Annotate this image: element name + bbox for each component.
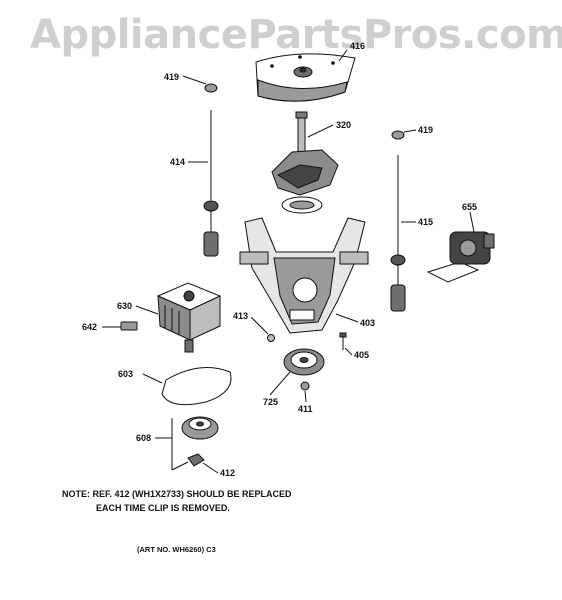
part-725-pulley [283,348,325,376]
part-411-nut [300,381,310,391]
callout-630: 630 [117,301,132,311]
part-603-belt [161,367,232,406]
callout-412: 412 [220,468,235,478]
callout-403: 403 [360,318,375,328]
part-403-mounting-plate [239,217,369,334]
art-number: (ART NO. WH6260) C3 [137,545,216,554]
part-320-transmission [271,111,339,214]
callout-642: 642 [82,322,97,332]
part-608-motor-pulley [181,416,219,440]
callout-411: 411 [298,404,313,414]
note-line-2: EACH TIME CLIP IS REMOVED. [96,503,230,513]
callout-419-left: 419 [164,72,179,82]
part-412-clip [187,453,205,467]
part-415-suspension-rod-right [390,130,406,312]
part-416-drive-cover [255,53,356,102]
callout-416: 416 [350,41,365,51]
callout-655: 655 [462,202,477,212]
leader-lines [102,49,475,474]
callout-414: 414 [170,157,185,167]
callout-405: 405 [354,350,369,360]
callout-415: 415 [418,217,433,227]
callout-320: 320 [336,120,351,130]
note-line-1: NOTE: REF. 412 (WH1X2733) SHOULD BE REPL… [62,489,292,499]
part-413-nut [267,334,275,342]
callout-603: 603 [118,369,133,379]
part-630-motor [156,282,222,353]
part-655-pump [426,231,495,283]
callout-419-right: 419 [418,125,433,135]
callout-413: 413 [233,311,248,321]
callout-725: 725 [263,397,278,407]
callout-608: 608 [136,433,151,443]
part-414-suspension-rod-left [203,83,219,257]
part-405-bolt [339,332,347,350]
part-642-clip [120,321,138,331]
watermark: AppliancePartsPros.com [30,12,562,58]
